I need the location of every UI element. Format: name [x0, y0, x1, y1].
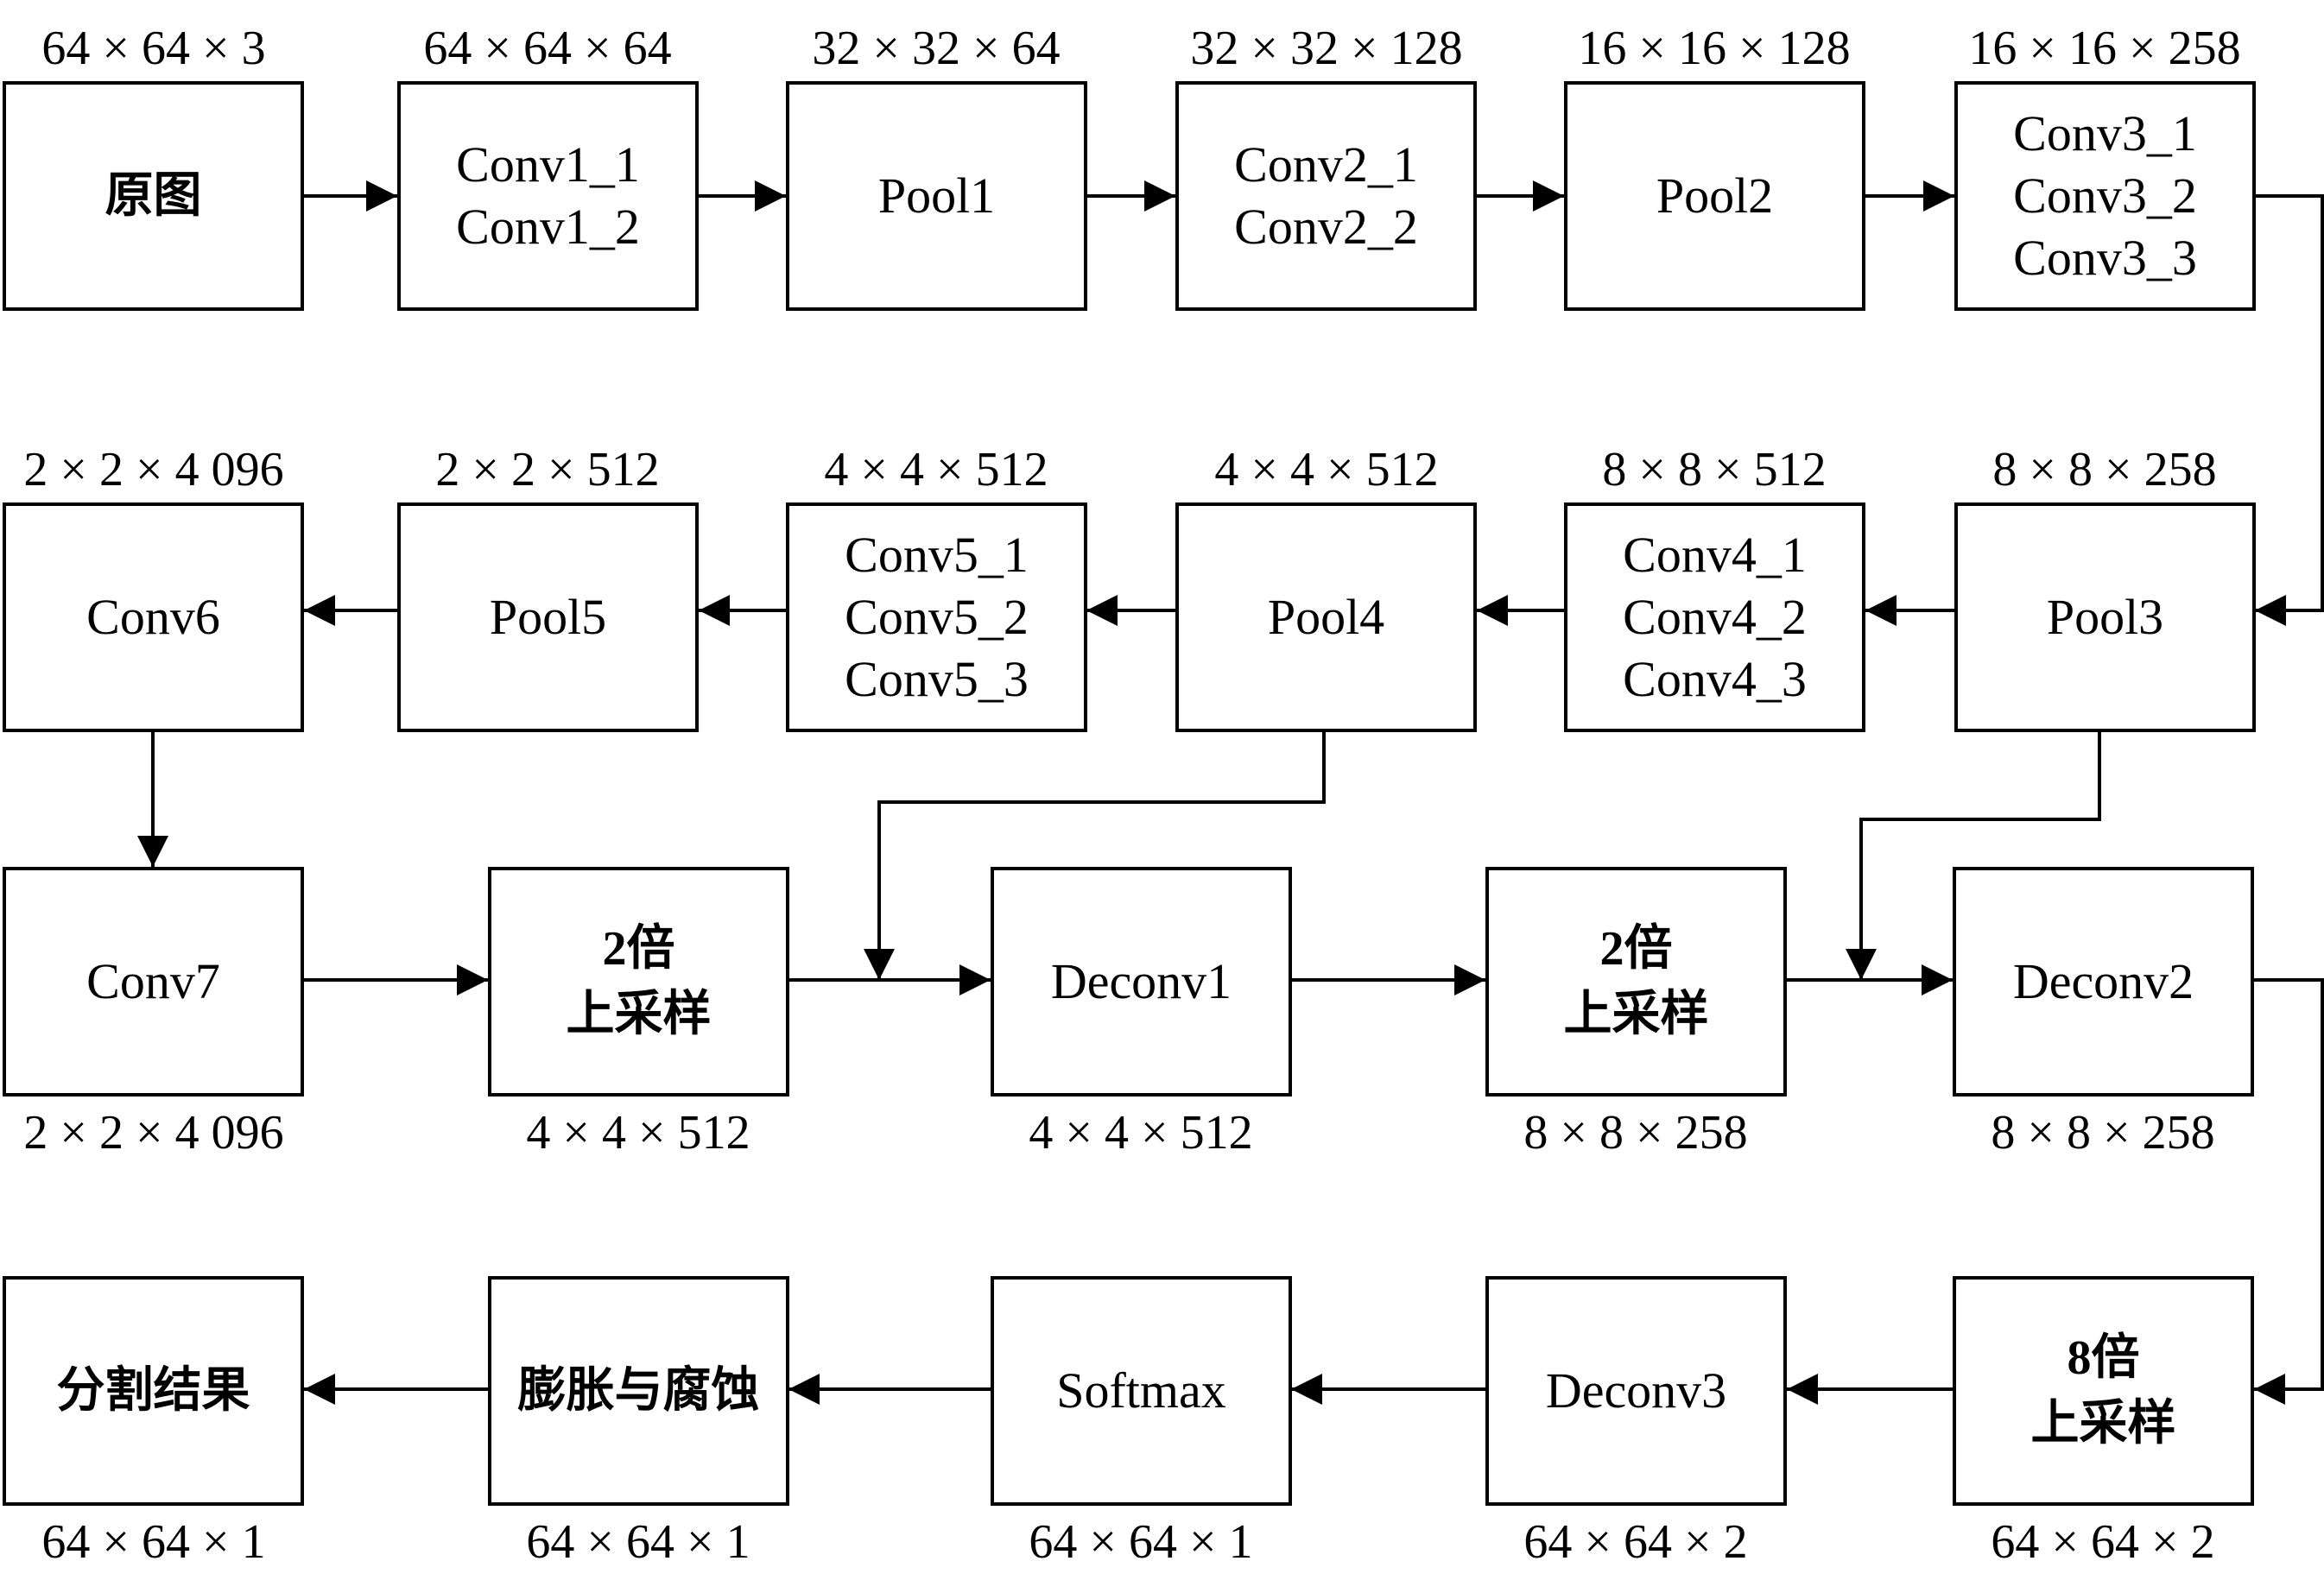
n-result-dimension-label: 64 × 64 × 1	[41, 1515, 266, 1569]
n-pool4-dimension-label: 4 × 4 × 512	[1214, 443, 1439, 496]
node-label-line: Pool2	[1656, 167, 1774, 224]
n-up2a-dimension-label: 4 × 4 × 512	[526, 1106, 750, 1160]
node-label-line: Conv5_3	[845, 651, 1029, 707]
n-up2b-box: 2倍上采样	[1485, 867, 1787, 1097]
node-label-line: 分割结果	[56, 1362, 250, 1419]
node-label-line: 8倍	[2067, 1331, 2140, 1385]
n-deconv1-box: Deconv1	[991, 867, 1292, 1097]
node-label-line: Conv2_2	[1234, 199, 1418, 255]
n-conv1-dimension-label: 64 × 64 × 64	[423, 22, 672, 75]
node-label-line: 上采样	[2030, 1397, 2176, 1450]
n-up2a-box: 2倍上采样	[488, 867, 789, 1097]
node-label-line: 2倍	[602, 922, 675, 976]
n-pool4-box: Pool4	[1175, 502, 1477, 732]
n-conv2-dimension-label: 32 × 32 × 128	[1190, 22, 1463, 75]
n-result-box: 分割结果	[3, 1276, 304, 1506]
n-conv7-dimension-label: 2 × 2 × 4 096	[23, 1106, 284, 1160]
node-label-line: Conv4_3	[1623, 651, 1807, 707]
node-label-line: 膨胀与腐蚀	[517, 1362, 760, 1419]
n-pool5-dimension-label: 2 × 2 × 512	[435, 443, 660, 496]
n-deconv1-dimension-label: 4 × 4 × 512	[1029, 1106, 1253, 1160]
n-pool2-dimension-label: 16 × 16 × 128	[1578, 22, 1851, 75]
node-label-line: Conv6	[86, 589, 220, 645]
node-label-line: Conv3_2	[2013, 167, 2197, 224]
node-label-line: Softmax	[1056, 1362, 1226, 1419]
arrow-deconv2-to-upsample8	[2254, 978, 2324, 1405]
n-orig-box: 原图	[3, 81, 304, 311]
node-label-line: Deconv3	[1545, 1362, 1727, 1419]
node-label-line: Conv4_2	[1623, 589, 1807, 645]
n-pool1-box: Pool1	[786, 81, 1087, 311]
arrow-conv3-to-pool3	[2255, 194, 2324, 626]
node-label-line: Conv2_1	[1234, 136, 1418, 193]
node-label-line: Conv4_1	[1623, 527, 1807, 583]
node-label-line: Conv5_2	[845, 589, 1029, 645]
n-up8-box: 8倍上采样	[1953, 1276, 2254, 1506]
node-label-line: Pool3	[2046, 589, 2164, 645]
n-morph-dimension-label: 64 × 64 × 1	[526, 1515, 750, 1569]
n-conv6-dimension-label: 2 × 2 × 4 096	[23, 443, 284, 496]
node-label-line: Conv1_2	[456, 199, 640, 255]
n-pool3-box: Pool3	[1954, 502, 2256, 732]
node-label-line: Conv5_1	[845, 527, 1029, 583]
n-up8-dimension-label: 64 × 64 × 2	[1991, 1515, 2215, 1569]
n-conv4-dimension-label: 8 × 8 × 512	[1602, 443, 1827, 496]
n-pool5-box: Pool5	[397, 502, 699, 732]
n-deconv3-box: Deconv3	[1485, 1276, 1787, 1506]
node-label-line: Deconv2	[2012, 953, 2194, 1009]
node-label-line: Pool4	[1267, 589, 1385, 645]
node-label-line: 原图	[104, 167, 202, 224]
arrow-pool4-skip	[864, 732, 1326, 980]
node-label-line: Conv3_3	[2013, 230, 2197, 286]
n-deconv3-dimension-label: 64 × 64 × 2	[1523, 1515, 1748, 1569]
node-label-line: 上采样	[566, 988, 712, 1041]
n-deconv2-dimension-label: 8 × 8 × 258	[1991, 1106, 2215, 1160]
node-label-line: Conv7	[86, 953, 220, 1009]
node-label-line: Pool5	[489, 589, 607, 645]
node-label-line: 上采样	[1563, 988, 1709, 1041]
node-label-line: Deconv1	[1050, 953, 1232, 1009]
n-pool3-dimension-label: 8 × 8 × 258	[1992, 443, 2217, 496]
n-conv6-box: Conv6	[3, 502, 304, 732]
n-deconv2-box: Deconv2	[1953, 867, 2254, 1097]
n-softmax-box: Softmax	[991, 1276, 1292, 1506]
n-conv3-dimension-label: 16 × 16 × 258	[1968, 22, 2241, 75]
n-softmax-dimension-label: 64 × 64 × 1	[1029, 1515, 1253, 1569]
n-morph-box: 膨胀与腐蚀	[488, 1276, 789, 1506]
n-pool1-dimension-label: 32 × 32 × 64	[812, 22, 1061, 75]
node-label-line: 2倍	[1599, 922, 1673, 976]
arrow-pool3-skip	[1846, 732, 2101, 980]
n-conv7-box: Conv7	[3, 867, 304, 1097]
node-label-line: Pool1	[877, 167, 996, 224]
n-orig-dimension-label: 64 × 64 × 3	[41, 22, 266, 75]
n-up2b-dimension-label: 8 × 8 × 258	[1523, 1106, 1748, 1160]
node-label-line: Conv3_1	[2013, 105, 2197, 161]
n-conv5-dimension-label: 4 × 4 × 512	[824, 443, 1048, 496]
n-pool2-box: Pool2	[1564, 81, 1865, 311]
node-label-line: Conv1_1	[456, 136, 640, 193]
